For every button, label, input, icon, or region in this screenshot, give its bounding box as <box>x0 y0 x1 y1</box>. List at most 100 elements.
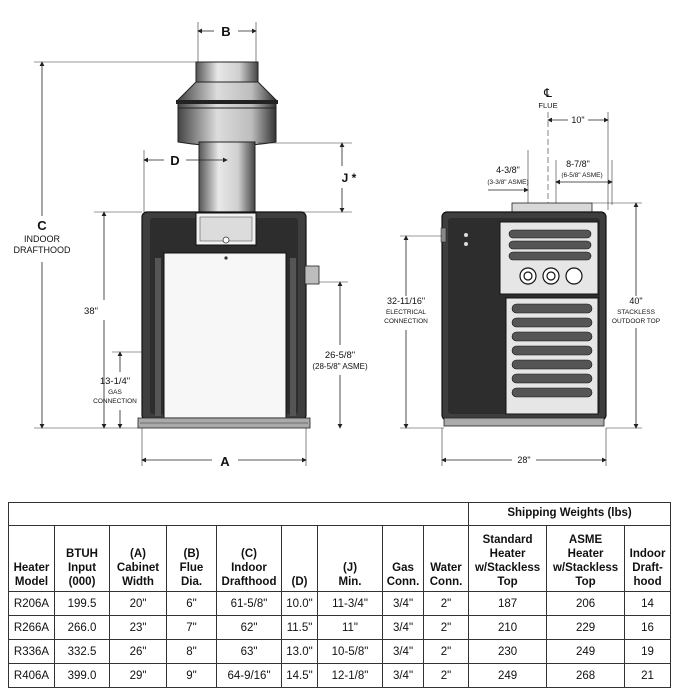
dimension-drawing: B D J * <box>14 22 660 469</box>
table-cell: 3/4" <box>382 615 424 640</box>
column-header-line: BTUH <box>66 548 98 560</box>
column-header-line: Flue <box>179 562 204 574</box>
column-header-line: Indoor <box>231 562 267 574</box>
dim-elec-sub1: ELECTRICAL <box>386 309 426 316</box>
dim-elec-label: 32-11/16" <box>387 296 425 306</box>
table-cell: 249 <box>468 663 548 688</box>
flue-collar <box>195 61 259 83</box>
dim-j-label: J * <box>342 171 357 185</box>
table-cell: 2" <box>422 591 470 616</box>
column-header-line: Model <box>14 576 49 588</box>
dim-a-label: A <box>220 454 230 469</box>
dim-438-sub: (3-3/8" ASME) <box>487 179 528 186</box>
table-cell: 12-1/8" <box>317 663 383 688</box>
table-cell: 268 <box>546 663 626 688</box>
column-header: BTUH Input (000) <box>54 525 110 592</box>
table-cell: 23" <box>109 615 167 640</box>
table-cell: 11.5" <box>281 615 318 640</box>
column-header-line: Top <box>575 576 596 588</box>
column-header-line: Min. <box>338 576 362 588</box>
table-cell: 230 <box>468 639 548 664</box>
column-header-line: Heater <box>489 548 526 560</box>
drafthood <box>177 81 277 109</box>
table-cell: 332.5 <box>54 639 110 664</box>
dim-gas-label: 13-1/4" <box>100 376 130 387</box>
table-cell: 229 <box>546 615 626 640</box>
table-cell: 19 <box>624 639 672 664</box>
table-cell: 11" <box>317 615 383 640</box>
column-header-line: Conn. <box>429 576 463 588</box>
table-cell: 21 <box>624 663 672 688</box>
flue-label: FLUE <box>538 101 557 110</box>
table-cell: 206 <box>546 591 626 616</box>
table-cell: 61-5/8" <box>216 591 282 616</box>
table-cell: 10-5/8" <box>317 639 383 664</box>
column-header-line: (B) <box>183 548 200 560</box>
column-header: (J)Min. <box>317 525 383 592</box>
front-view: B D J * <box>14 22 368 469</box>
column-header-line: Cabinet <box>116 562 160 574</box>
dim-878-sub: (6-5/8" ASME) <box>561 172 602 179</box>
dim-water-label: 26-5/8" <box>325 350 355 361</box>
dim-10-label: 10" <box>571 115 584 125</box>
dim-c-label: C <box>37 218 47 233</box>
column-header-line: (D) <box>291 576 308 588</box>
dim-38-label: 38" <box>84 306 98 317</box>
connection-ports <box>519 267 583 285</box>
table-cell: 3/4" <box>382 663 424 688</box>
column-header-line: Indoor <box>629 548 666 560</box>
column-header-line: Top <box>497 576 518 588</box>
dim-c-sub1: INDOOR <box>24 234 61 244</box>
front-door-panel <box>163 252 287 419</box>
column-header: (D) <box>281 525 318 592</box>
shipping-weights-header: Shipping Weights (lbs) <box>468 502 672 526</box>
shipping-header-row: Shipping Weights (lbs) <box>7 502 672 526</box>
table-cell: 14.5" <box>281 663 318 688</box>
table-cell: 13.0" <box>281 639 318 664</box>
table-cell: 10.0" <box>281 591 318 616</box>
table-cell: 9" <box>166 663 217 688</box>
table-cell: 63" <box>216 639 282 664</box>
table-cell: 8" <box>166 639 217 664</box>
table-cell: 11-3/4" <box>317 591 383 616</box>
dim-d-label: D <box>170 153 179 168</box>
column-header-line: w/Stackless <box>474 562 541 574</box>
dim-40-sub2: OUTDOOR TOP <box>612 318 660 325</box>
table-cell: 199.5 <box>54 591 110 616</box>
column-header-line: Width <box>122 576 154 588</box>
column-header-line: Heater <box>567 548 604 560</box>
dim-water-sub: (28-5/8" ASME) <box>312 362 368 371</box>
table-cell: 7" <box>166 615 217 640</box>
column-header-line: ASME <box>568 534 603 546</box>
flue-centerline-symbol: ℄ <box>543 86 552 100</box>
dim-elec-sub2: CONNECTION <box>384 318 428 325</box>
column-header-line: (000) <box>68 576 96 588</box>
table-cell: 399.0 <box>54 663 110 688</box>
table-cell: R336A <box>8 639 55 664</box>
table-cell: 64-9/16" <box>216 663 282 688</box>
table-cell: 2" <box>422 663 470 688</box>
column-header-line: Input <box>67 562 97 574</box>
dim-438-label: 4-3/8" <box>496 165 520 175</box>
column-header-line: hood <box>633 576 662 588</box>
column-header-line: Gas <box>392 562 414 574</box>
column-header-line: w/Stackless <box>552 562 619 574</box>
column-header-line: Standard <box>482 534 533 546</box>
dim-gas-sub1: GAS <box>108 389 122 396</box>
table-cell: 6" <box>166 591 217 616</box>
table-cell: 16 <box>624 615 672 640</box>
table-cell: 3/4" <box>382 591 424 616</box>
table-cell: 29" <box>109 663 167 688</box>
